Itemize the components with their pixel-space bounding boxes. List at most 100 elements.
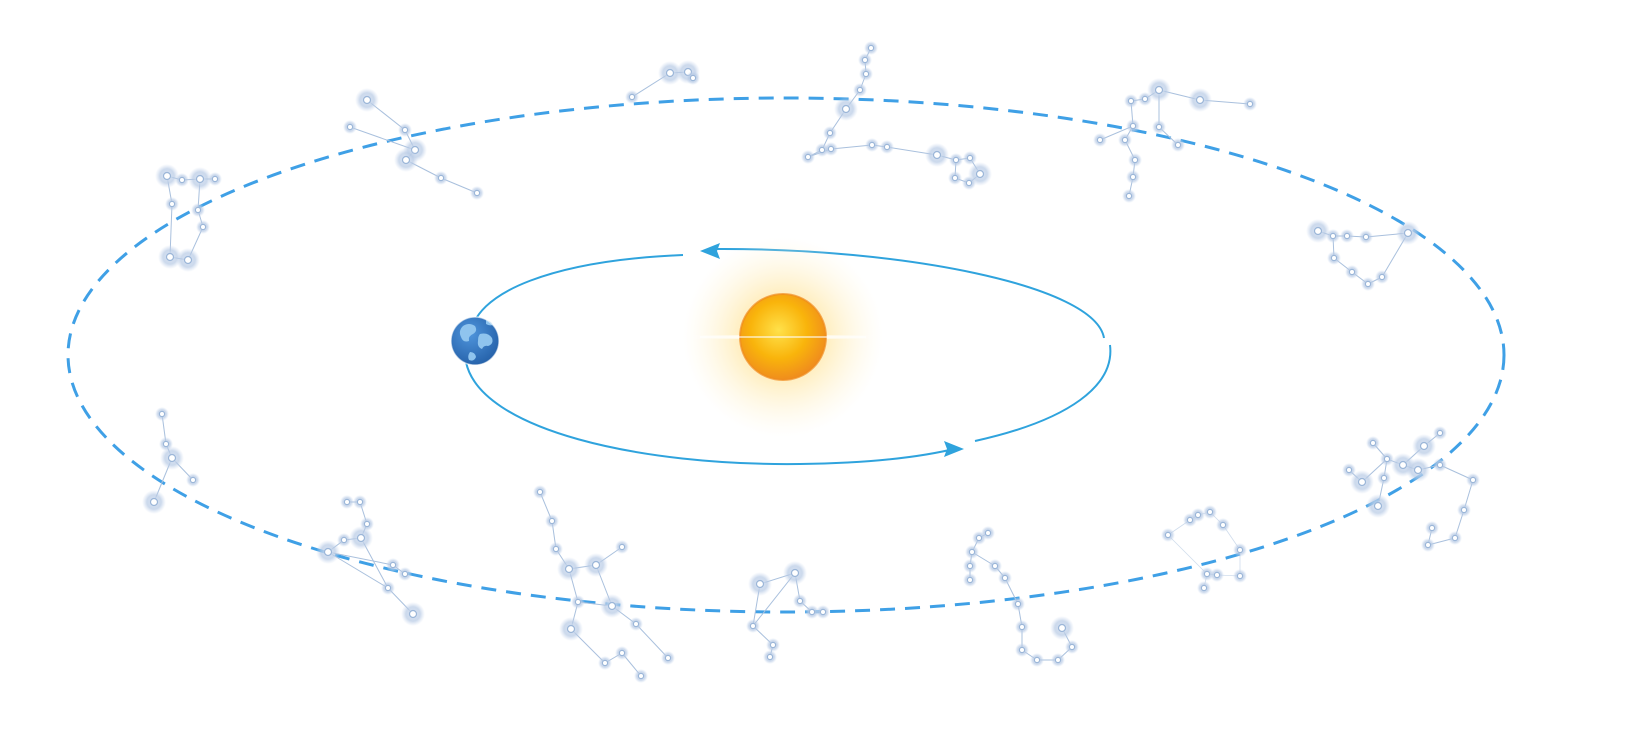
star-icon xyxy=(975,534,983,542)
star-icon xyxy=(574,598,582,606)
star-icon xyxy=(966,154,974,162)
constellations-layer xyxy=(142,41,1480,683)
star-icon xyxy=(1018,646,1026,654)
star-icon xyxy=(868,141,876,149)
star-icon xyxy=(473,189,481,197)
star-icon xyxy=(1127,97,1135,105)
star-icon xyxy=(408,609,418,619)
star-icon xyxy=(165,252,175,262)
star-icon xyxy=(1345,466,1353,474)
star-icon xyxy=(966,576,974,584)
constellation-9 xyxy=(963,526,1079,667)
star-icon xyxy=(932,150,942,160)
star-icon xyxy=(1428,524,1436,532)
star-icon xyxy=(1203,570,1211,578)
star-icon xyxy=(162,171,172,181)
star-icon xyxy=(162,440,170,448)
star-icon xyxy=(1200,584,1208,592)
star-icon xyxy=(749,622,757,630)
star-icon xyxy=(664,654,672,662)
star-icon xyxy=(437,174,445,182)
star-icon xyxy=(1014,600,1022,608)
star-icon xyxy=(401,155,411,165)
star-icon xyxy=(1369,439,1377,447)
star-icon xyxy=(1451,534,1459,542)
star-icon xyxy=(804,153,812,161)
star-icon xyxy=(1213,571,1221,579)
star-icon xyxy=(665,68,675,78)
orbit-path-right xyxy=(974,344,1112,442)
star-icon xyxy=(1164,531,1172,539)
star-icon xyxy=(343,498,351,506)
star-icon xyxy=(1436,461,1444,469)
star-icon xyxy=(818,146,826,154)
star-icon xyxy=(211,175,219,183)
zodiac-ring xyxy=(66,96,1506,614)
star-icon xyxy=(362,95,372,105)
star-icon xyxy=(1460,506,1468,514)
star-icon xyxy=(1219,521,1227,529)
earth-icon xyxy=(450,316,500,366)
constellation-12 xyxy=(316,495,425,626)
star-icon xyxy=(1195,95,1205,105)
star-icon xyxy=(363,520,371,528)
star-icon xyxy=(790,568,800,578)
star-icon xyxy=(984,529,992,537)
star-icon xyxy=(401,126,409,134)
star-icon xyxy=(178,176,186,184)
star-icon xyxy=(1141,95,1149,103)
star-icon xyxy=(1398,460,1408,470)
star-icon xyxy=(632,620,640,628)
star-icon xyxy=(637,672,645,680)
star-icon xyxy=(1121,136,1129,144)
star-icon xyxy=(755,579,765,589)
star-icon xyxy=(356,533,366,543)
star-icon xyxy=(601,659,609,667)
star-icon xyxy=(564,564,574,574)
star-icon xyxy=(862,70,870,78)
star-icon xyxy=(883,143,891,151)
star-icon xyxy=(1469,476,1477,484)
star-icon xyxy=(952,156,960,164)
star-icon xyxy=(1246,100,1254,108)
star-icon xyxy=(861,56,869,64)
star-icon xyxy=(841,104,851,114)
sun-icon xyxy=(683,237,883,437)
star-icon xyxy=(1174,141,1182,149)
constellation-3 xyxy=(343,88,484,200)
star-icon xyxy=(183,255,193,265)
star-icon xyxy=(1154,85,1164,95)
orbit-path-upper xyxy=(469,254,684,341)
star-icon xyxy=(194,206,202,214)
star-icon xyxy=(1125,192,1133,200)
star-icon xyxy=(1383,455,1391,463)
star-icon xyxy=(808,608,816,616)
star-icon xyxy=(1357,477,1367,487)
star-icon xyxy=(1236,572,1244,580)
star-icon xyxy=(1343,232,1351,240)
star-icon xyxy=(689,74,697,82)
star-icon xyxy=(1348,268,1356,276)
star-icon xyxy=(158,410,166,418)
star-icon xyxy=(607,601,617,611)
star-icon xyxy=(199,223,207,231)
constellation-10 xyxy=(746,561,830,664)
star-icon xyxy=(968,548,976,556)
star-icon xyxy=(149,497,159,507)
star-icon xyxy=(1186,516,1194,524)
star-icon xyxy=(1033,656,1041,664)
star-icon xyxy=(965,179,973,187)
star-icon xyxy=(1373,501,1383,511)
constellation-6 xyxy=(1306,219,1420,291)
star-icon xyxy=(536,488,544,496)
star-icon xyxy=(548,517,556,525)
star-icon xyxy=(766,653,774,661)
star-icon xyxy=(1424,541,1432,549)
star-icon xyxy=(566,624,576,634)
star-icon xyxy=(168,200,176,208)
star-icon xyxy=(1194,511,1202,519)
star-icon xyxy=(1131,156,1139,164)
star-icon xyxy=(856,86,864,94)
star-icon xyxy=(1096,136,1104,144)
